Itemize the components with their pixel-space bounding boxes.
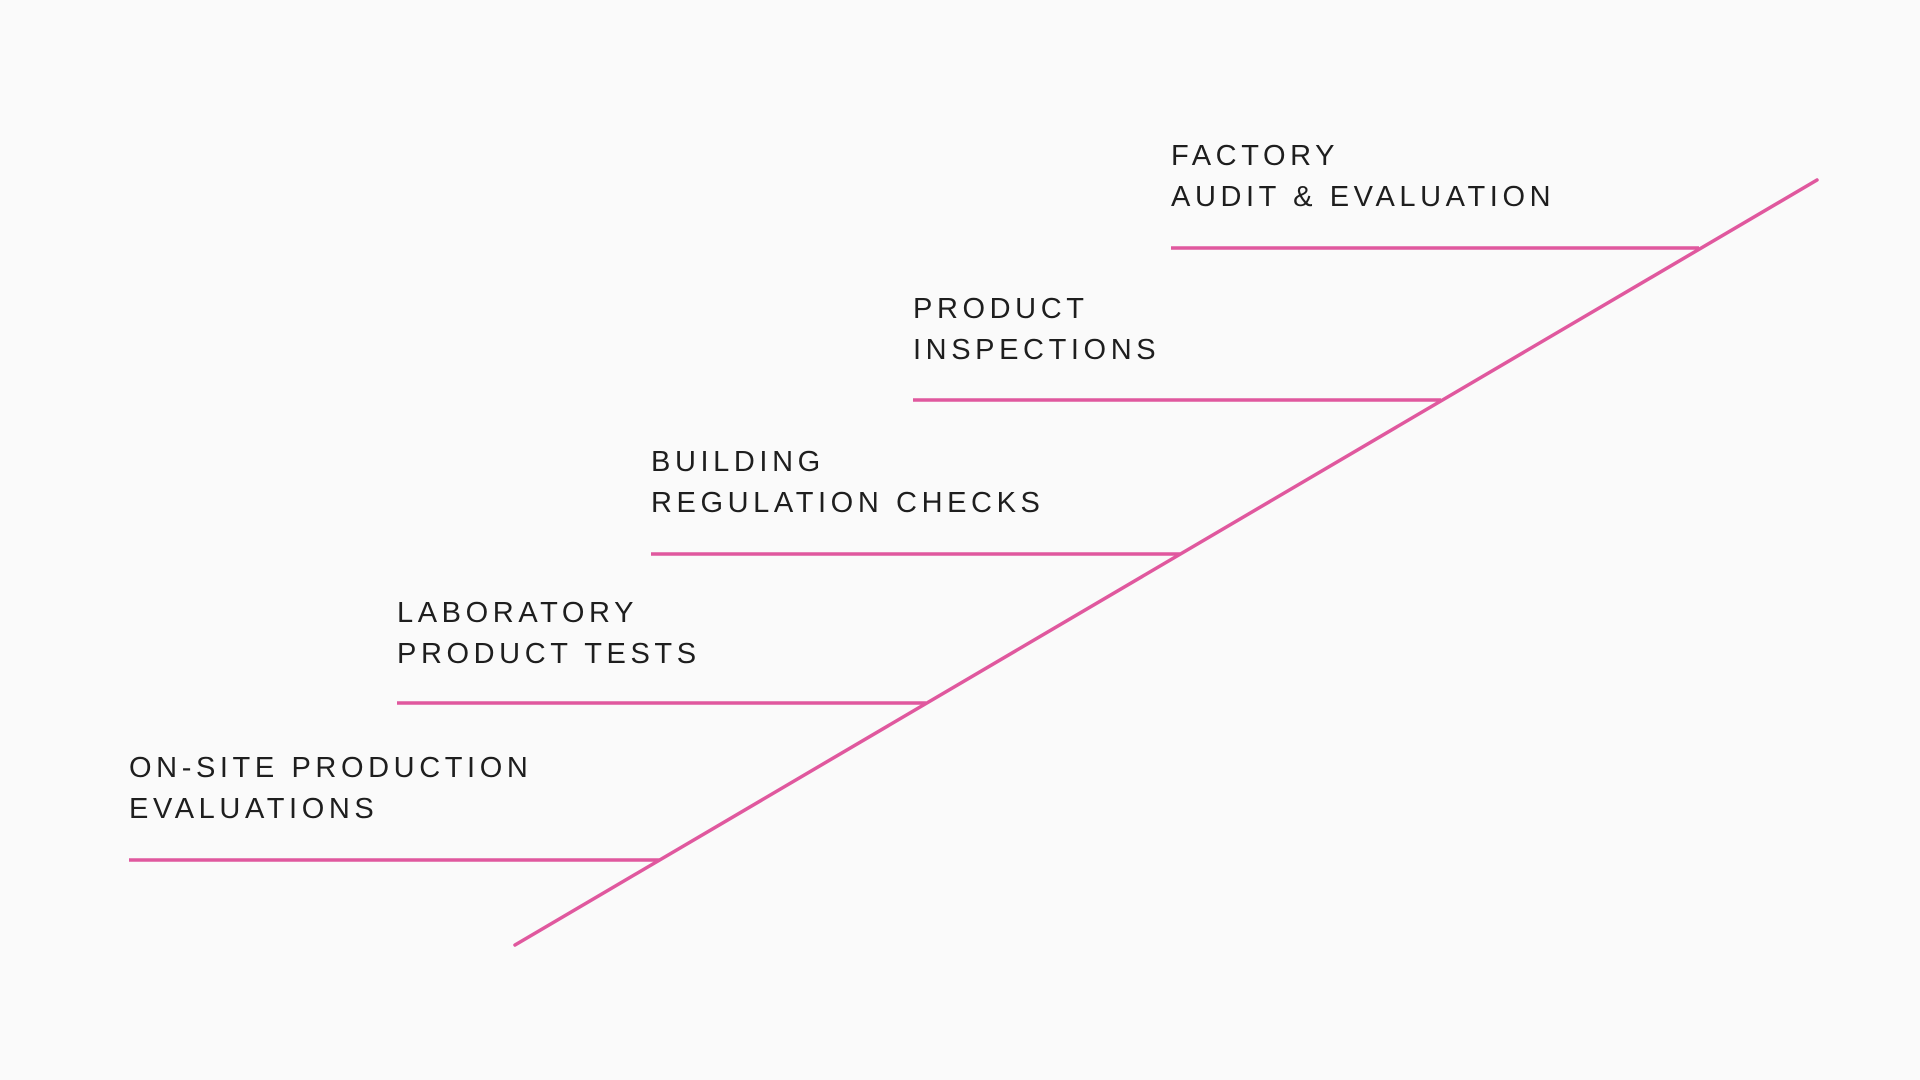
step-2-label: LABORATORY PRODUCT TESTS — [397, 593, 701, 675]
step-1-line1: ON-SITE PRODUCTION — [129, 752, 533, 784]
step-1-label: ON-SITE PRODUCTION EVALUATIONS — [129, 748, 532, 830]
step-5-label: FACTORY AUDIT & EVALUATION — [1171, 136, 1555, 218]
step-4-line1: PRODUCT — [913, 293, 1089, 325]
step-5-line2: AUDIT & EVALUATION — [1171, 181, 1556, 213]
diagonal-rising-line — [513, 178, 1819, 947]
step-4-label: PRODUCT INSPECTIONS — [913, 289, 1160, 371]
step-4-line2: INSPECTIONS — [913, 334, 1161, 366]
step-3-line2: REGULATION CHECKS — [651, 487, 1045, 519]
step-3-label: BUILDING REGULATION CHECKS — [651, 442, 1045, 524]
step-1-line2: EVALUATIONS — [129, 793, 379, 825]
step-2-line1: LABORATORY — [397, 597, 639, 629]
step-5-line1: FACTORY — [1171, 140, 1340, 172]
step-2-line2: PRODUCT TESTS — [397, 638, 701, 670]
step-3-line1: BUILDING — [651, 446, 825, 478]
